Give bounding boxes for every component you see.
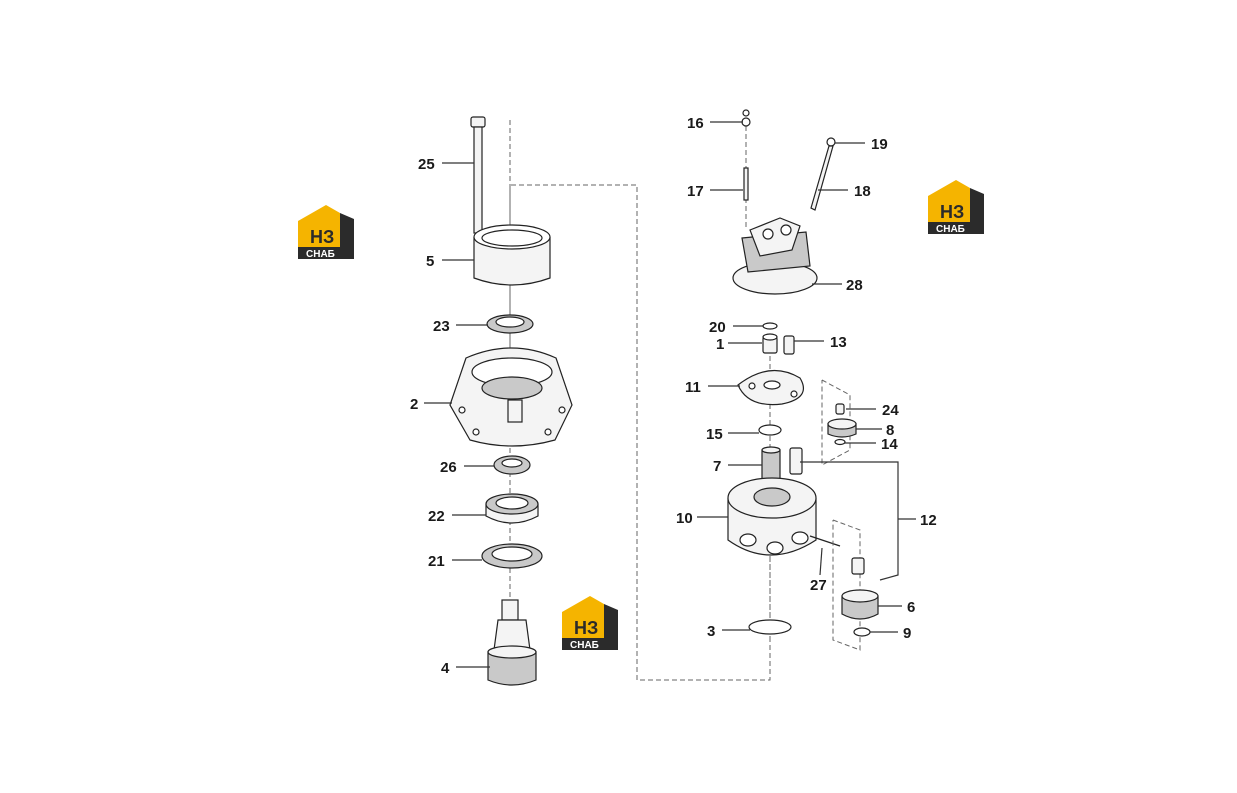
callout-5: 5 — [426, 253, 434, 270]
part-plug-16 — [741, 109, 751, 127]
part-snap-ring-3 — [748, 619, 792, 635]
callout-20: 20 — [709, 319, 726, 336]
callout-25: 25 — [418, 156, 435, 173]
part-carrier-10 — [727, 477, 841, 556]
logo-brand: НЗ — [940, 202, 964, 222]
leader-lines — [424, 121, 916, 668]
part-drive-shaft-4 — [487, 599, 537, 686]
part-pin-24 — [835, 403, 845, 415]
part-bearing-23 — [486, 314, 534, 334]
part-plate-11 — [737, 369, 804, 406]
callout-26: 26 — [440, 459, 457, 476]
callout-6: 6 — [907, 599, 915, 616]
callout-28: 28 — [846, 277, 863, 294]
part-bearing-26 — [493, 455, 531, 475]
watermark-logo-center: НЗ СНАБ — [562, 596, 618, 651]
part-gear-8 — [827, 418, 857, 438]
callout-17: 17 — [687, 183, 704, 200]
part-bearing-22 — [485, 493, 539, 524]
callout-labels: 25 5 23 2 26 22 21 4 16 17 19 18 28 20 1… — [410, 115, 937, 677]
callout-3: 3 — [707, 623, 715, 640]
part-pin-17 — [743, 167, 749, 201]
logo-brand: НЗ — [310, 227, 334, 247]
logo-brand: НЗ — [574, 618, 598, 638]
callout-18: 18 — [854, 183, 871, 200]
callout-8: 8 — [886, 422, 894, 439]
part-ring-15 — [758, 424, 782, 436]
callout-11: 11 — [685, 379, 701, 396]
callout-16: 16 — [687, 115, 704, 132]
part-planet-gear-6 — [841, 589, 879, 620]
callout-2: 2 — [410, 396, 418, 413]
part-ring-9 — [853, 627, 871, 637]
callout-1: 1 — [716, 336, 724, 353]
part-bushing-1 — [762, 333, 778, 354]
part-oring-20 — [762, 322, 778, 330]
watermark-logo-right: НЗ СНАБ — [928, 180, 984, 235]
callout-13: 13 — [830, 334, 847, 351]
callout-7: 7 — [713, 458, 721, 475]
callout-23: 23 — [433, 318, 450, 335]
part-motor-28 — [732, 217, 818, 295]
part-housing-5 — [473, 224, 551, 286]
callout-4: 4 — [441, 660, 450, 677]
logo-sub: СНАБ — [936, 224, 965, 235]
callout-9: 9 — [903, 625, 911, 642]
watermark-logo-left: НЗ СНАБ — [298, 205, 354, 260]
callout-10: 10 — [676, 510, 693, 527]
part-bolt-25 — [470, 116, 486, 234]
gear-side-frame — [821, 379, 851, 466]
callout-22: 22 — [428, 508, 445, 525]
part-rod-18 — [810, 137, 836, 211]
callout-19: 19 — [871, 136, 888, 153]
logo-sub: СНАБ — [570, 640, 599, 651]
planet-side-frame — [832, 519, 861, 651]
callout-14: 14 — [881, 436, 898, 453]
callout-27: 27 — [810, 577, 827, 594]
callout-21: 21 — [428, 553, 445, 570]
part-pin-13 — [783, 335, 795, 355]
callout-15: 15 — [706, 426, 723, 443]
logo-sub: СНАБ — [306, 249, 335, 260]
callout-24: 24 — [882, 402, 899, 419]
part-seal-21 — [481, 543, 543, 569]
part-flange-housing-2 — [449, 347, 573, 447]
part-ring-14 — [834, 438, 846, 446]
part-pin-needle — [851, 557, 865, 575]
callout-12: 12 — [920, 512, 937, 529]
